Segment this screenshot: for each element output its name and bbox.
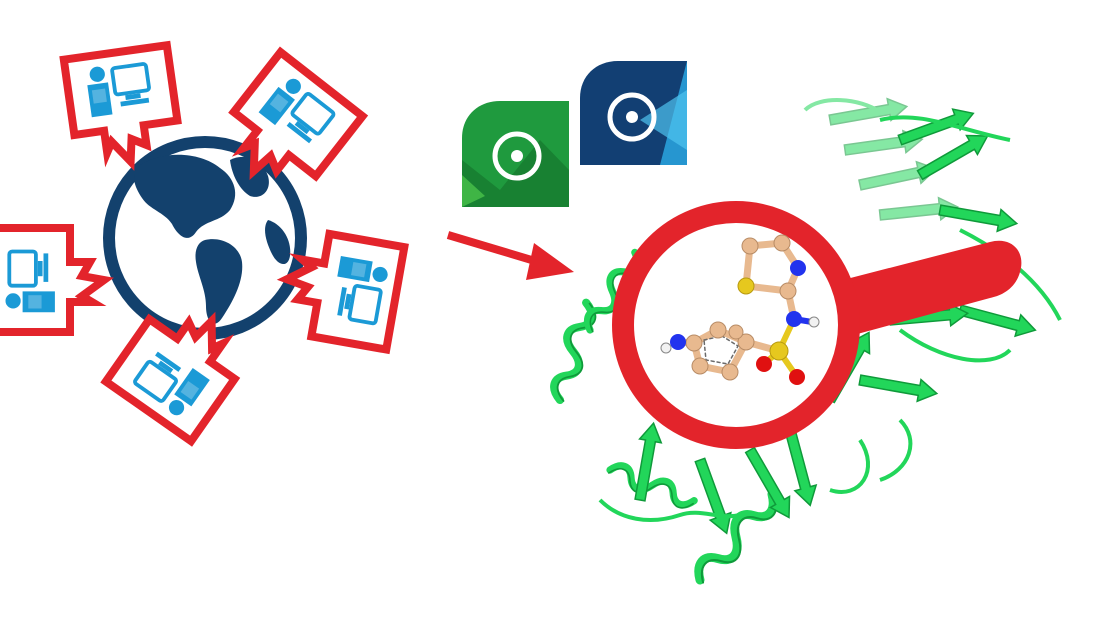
- app-icon-blue: [580, 61, 687, 165]
- app-icon-green: [462, 101, 569, 207]
- arrow-right-icon: [446, 231, 574, 280]
- globe-cluster: [0, 45, 404, 441]
- workstation-left: [0, 228, 104, 332]
- globe-icon: [103, 136, 307, 340]
- ligand-molecule: [660, 234, 820, 385]
- protein-ribbon: [551, 94, 1062, 590]
- magnifier-icon: [612, 201, 1022, 449]
